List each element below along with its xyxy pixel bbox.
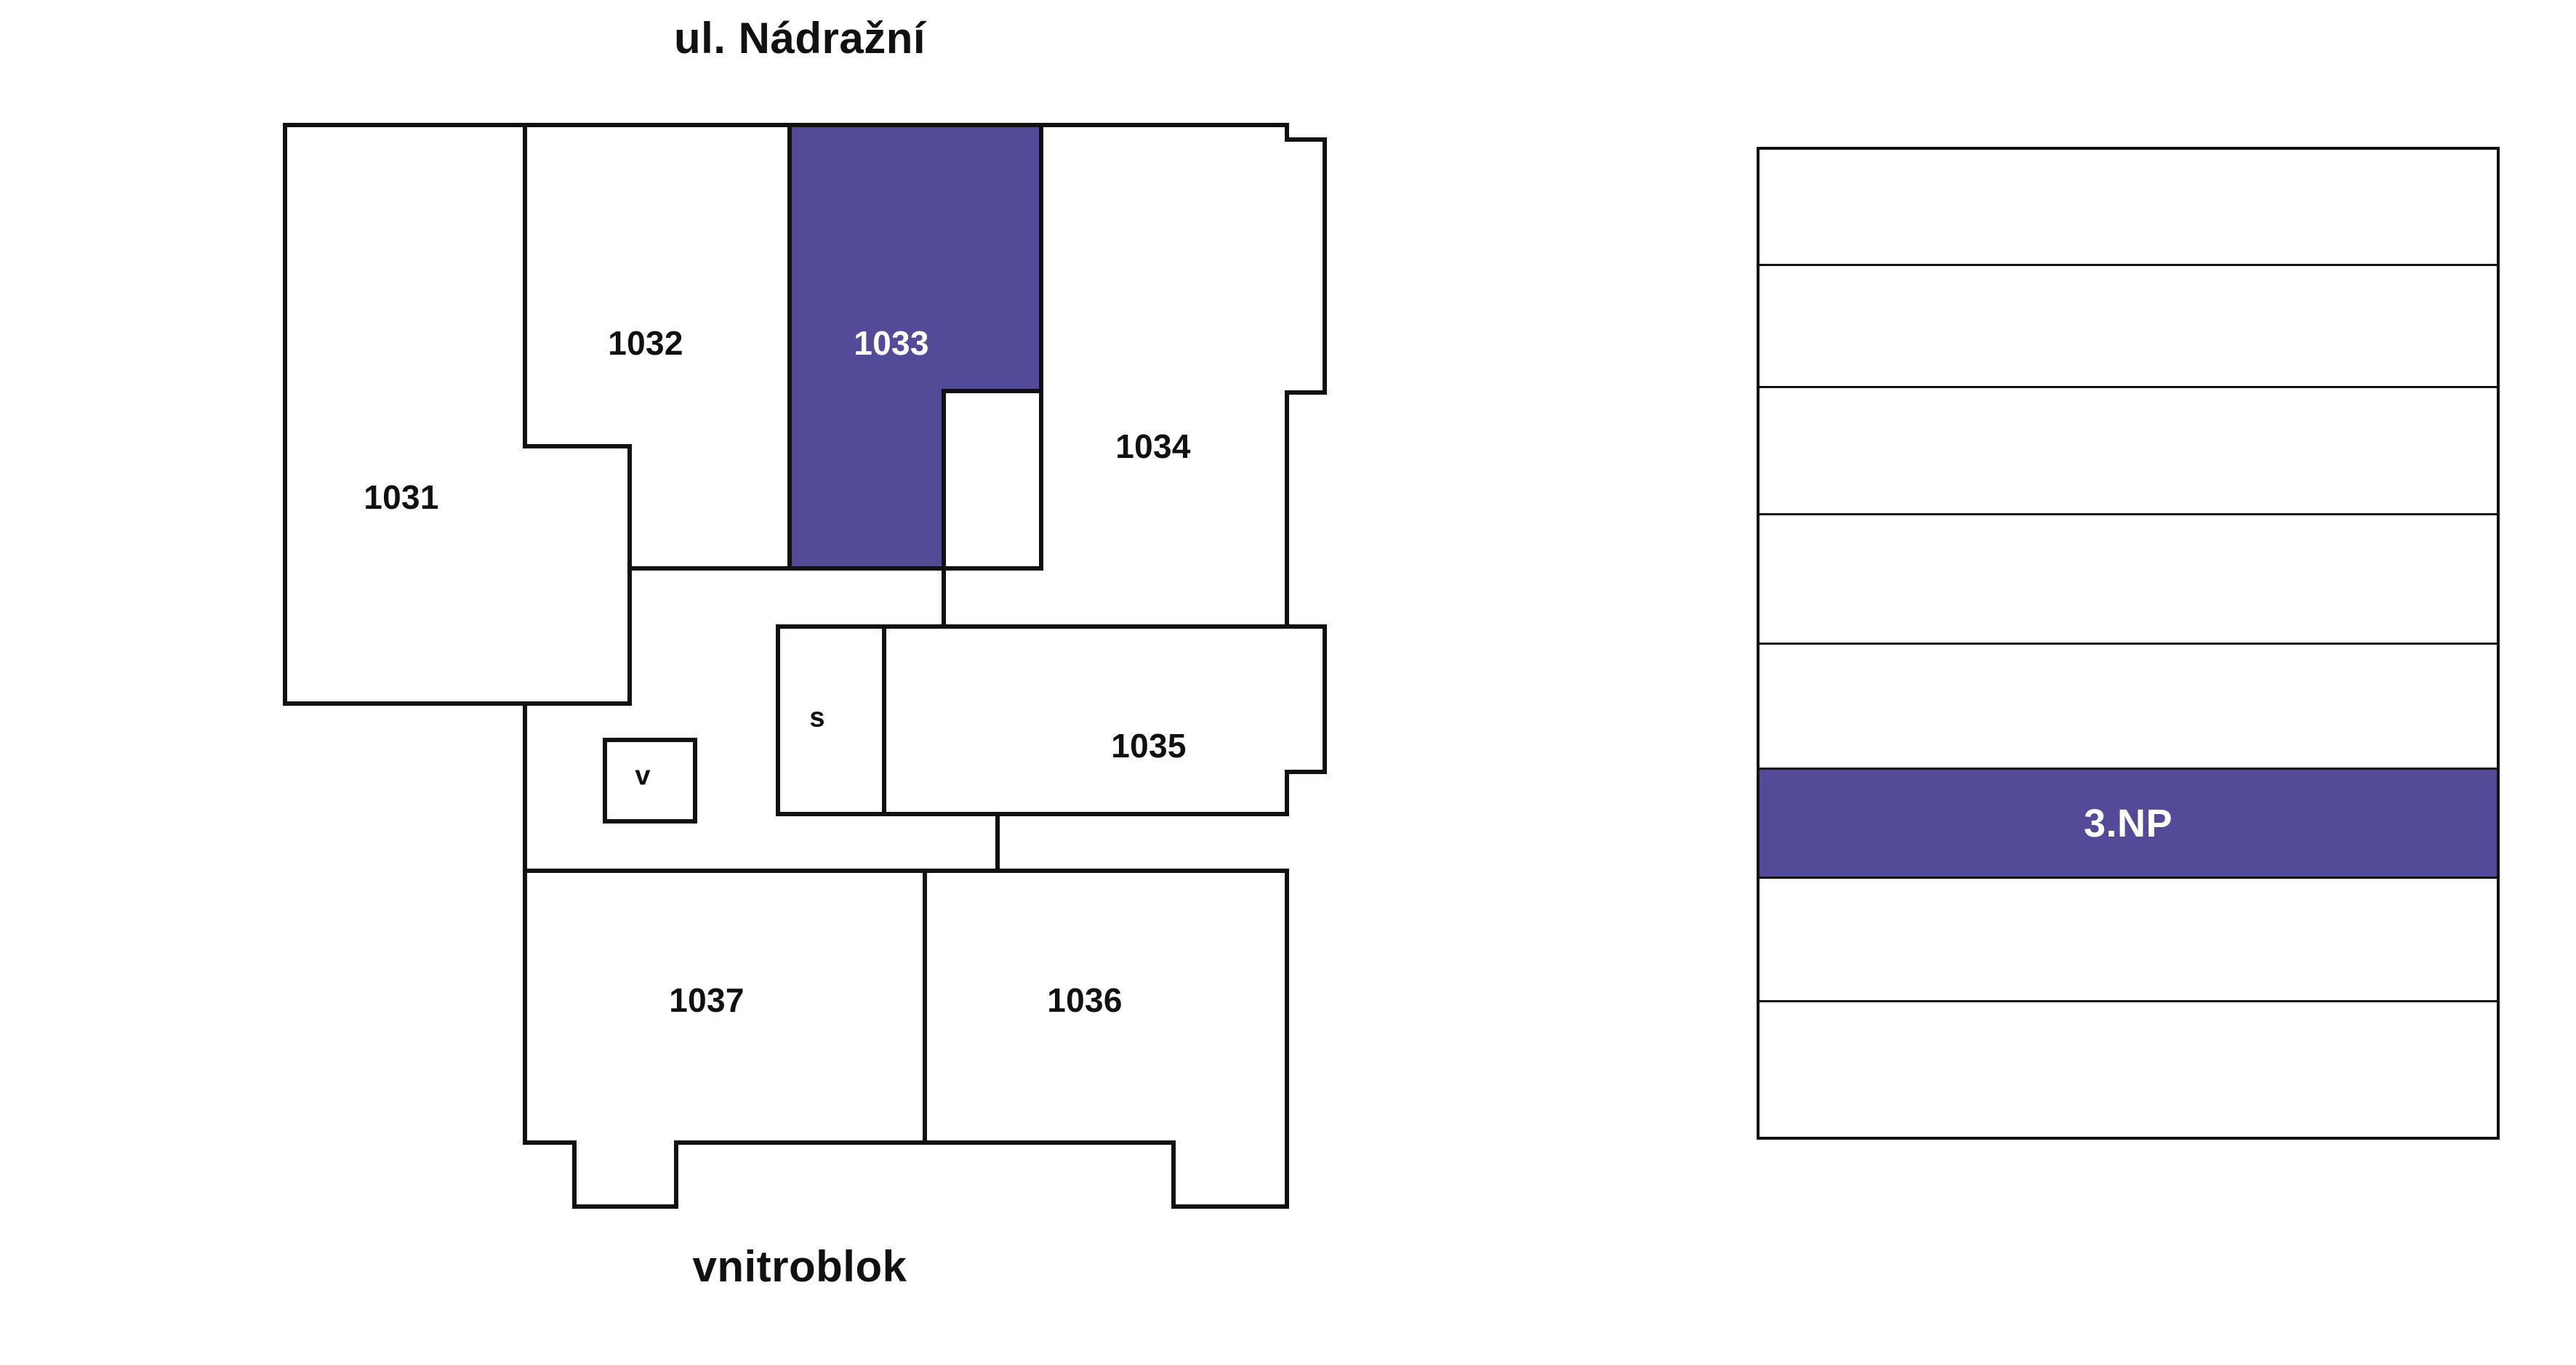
street-label-top: ul. Nádražní (673, 14, 926, 63)
floor-stack-panel: 3.NP (1730, 109, 2545, 1185)
unit-shape-1034[interactable] (942, 123, 1327, 629)
room-shape-v[interactable] (603, 738, 697, 824)
floor-row-f5[interactable] (1760, 515, 2497, 645)
unit-label-1035[interactable]: 1035 (1111, 727, 1187, 765)
room-label-s[interactable]: s (809, 702, 825, 733)
floorplan-panel: ul. Nádražní (283, 14, 1327, 1291)
unit-shape-1035[interactable] (882, 624, 1327, 816)
unit-shape-1037[interactable] (523, 869, 927, 1209)
floor-row-f2[interactable] (1760, 879, 2497, 1002)
unit-label-1037[interactable]: 1037 (669, 981, 745, 1019)
unit-label-1036[interactable]: 1036 (1047, 981, 1123, 1019)
street-label-bottom: vnitroblok (692, 1242, 907, 1291)
unit-label-1031[interactable]: 1031 (364, 478, 439, 516)
room-shape-s[interactable] (776, 624, 886, 816)
floor-row-label-3np: 3.NP (2083, 801, 2173, 845)
floor-row-f7[interactable] (1760, 266, 2497, 388)
floor-stack: 3.NP (1757, 147, 2500, 1140)
floor-row-f1[interactable] (1760, 1002, 2497, 1137)
floor-row-f6[interactable] (1760, 388, 2497, 515)
unit-label-1032[interactable]: 1032 (608, 324, 683, 362)
unit-label-1033[interactable]: 1033 (854, 324, 929, 362)
floor-row-f4[interactable] (1760, 645, 2497, 770)
unit-shape-1036[interactable] (923, 869, 1289, 1209)
floor-row-3np[interactable]: 3.NP (1760, 770, 2497, 879)
room-label-v[interactable]: v (635, 760, 651, 792)
floorplan-svg (283, 123, 1327, 1209)
unit-label-1034[interactable]: 1034 (1115, 427, 1191, 465)
floor-row-f8[interactable] (1760, 150, 2497, 266)
unit-shape-1033[interactable] (787, 123, 1043, 571)
